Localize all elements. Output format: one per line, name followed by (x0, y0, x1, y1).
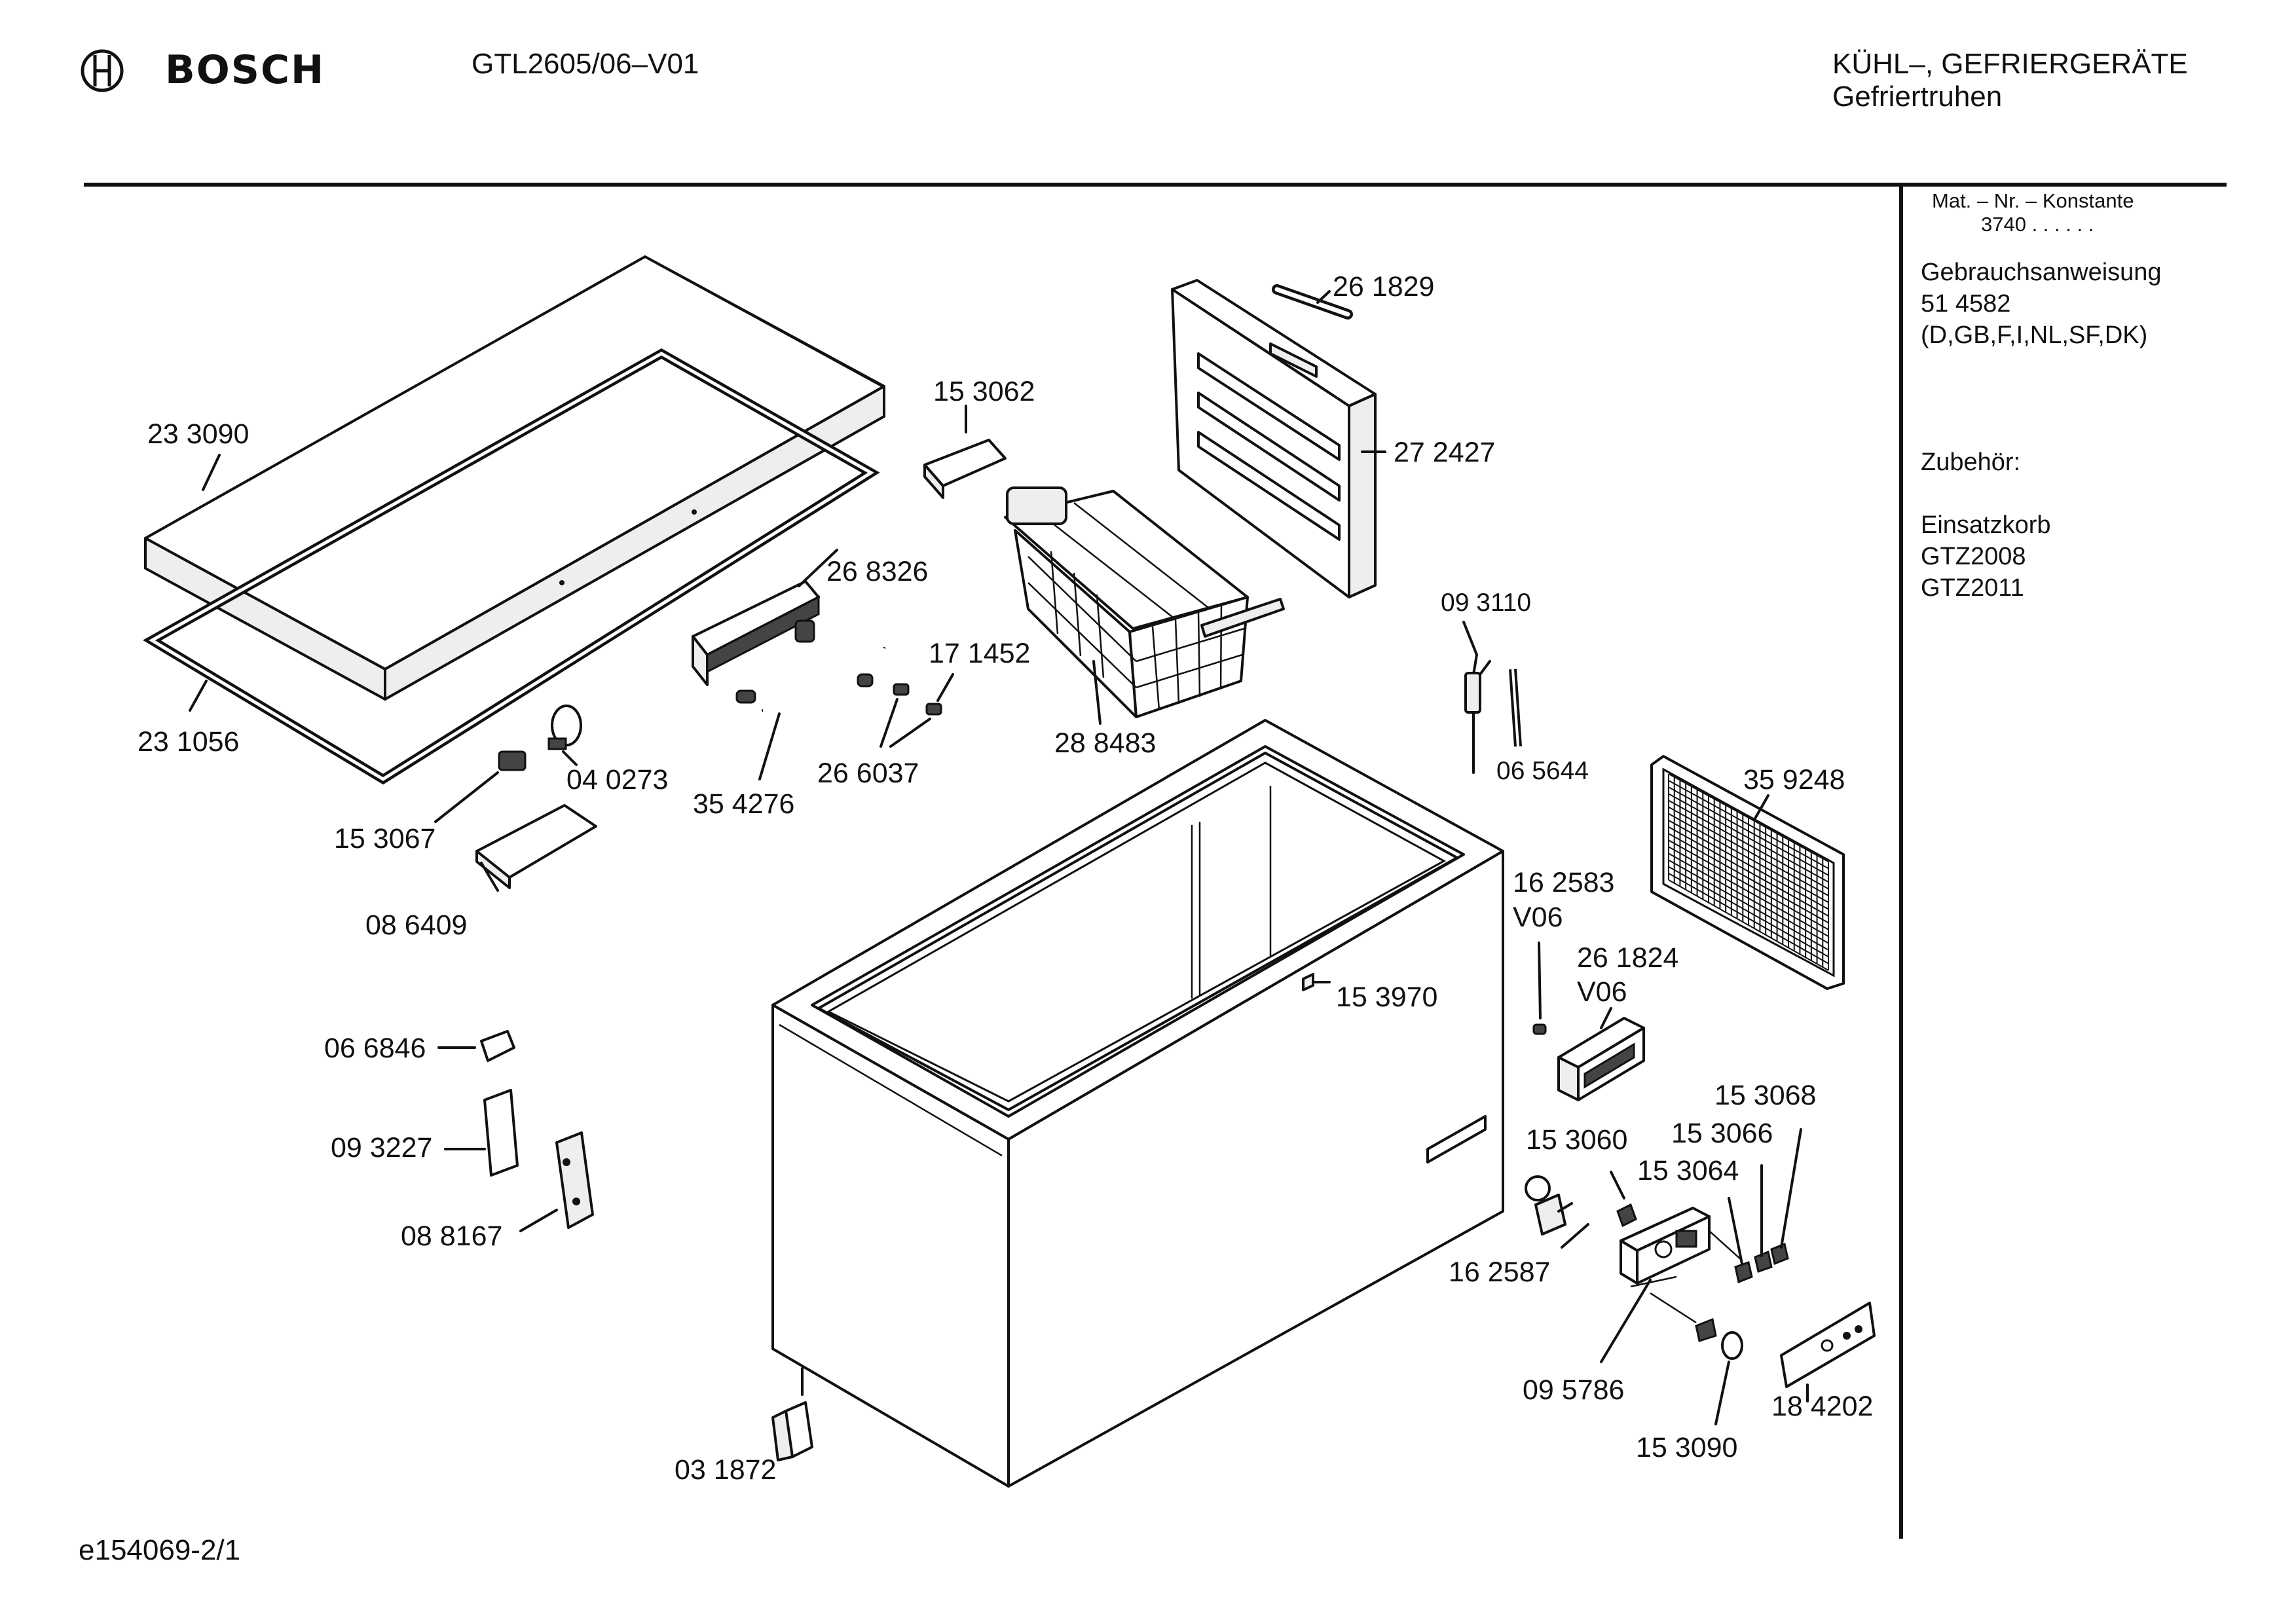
accessory-gtz2008: GTZ2008 (1921, 543, 2026, 570)
part-label-065644: 06 5644 (1496, 757, 1589, 785)
part-label-086409: 08 6409 (365, 909, 468, 941)
hinge-cover-drawing (444, 1089, 519, 1177)
panel-cover-drawing (1557, 1007, 1645, 1101)
part-label-093110: 09 3110 (1441, 589, 1532, 617)
part-label-272427: 27 2427 (1394, 437, 1496, 468)
hinge-clip-drawing (437, 1030, 515, 1062)
part-label-266037: 26 6037 (817, 758, 919, 789)
front-panel-drawing (1780, 1302, 1876, 1402)
bulb-drawing (547, 705, 582, 766)
screws-drawing (880, 673, 954, 748)
part-label-184202: 18 4202 (1771, 1391, 1874, 1422)
part-label-066846: 06 6846 (324, 1033, 426, 1064)
bosch-logo-icon (81, 49, 124, 92)
part-label-233090: 23 3090 (147, 418, 250, 450)
part-label-162587: 16 2587 (1449, 1256, 1551, 1288)
indicator-lamps (1734, 1242, 1789, 1284)
part-label-031872: 03 1872 (675, 1454, 777, 1486)
manual-title: Gebrauchsanweisung (1921, 259, 2162, 286)
part-label-088167: 08 8167 (401, 1220, 503, 1252)
basket-drawing (1004, 486, 1285, 725)
category-title: KÜHL–, GEFRIERGERÄTE (1832, 48, 2188, 80)
light-socket-drawing (434, 750, 527, 823)
part-label-095786: 09 5786 (1523, 1374, 1625, 1406)
sensor-drawing (1462, 621, 1522, 774)
part-label-354276: 35 4276 (693, 788, 795, 820)
part-label-153062: 15 3062 (933, 376, 1035, 407)
screw-1625-drawing (1532, 942, 1547, 1035)
part-label-171452: 17 1452 (929, 638, 1031, 669)
accessory-name: Einsatzkorb (1921, 511, 2051, 539)
part-label-153970: 15 3970 (1336, 981, 1438, 1013)
hinge-bar-drawing (1272, 284, 1353, 320)
subcategory-title: Gefriertruhen (1832, 81, 2003, 113)
inner-door-drawing (1171, 279, 1386, 598)
part-label-231056: 23 1056 (138, 726, 240, 758)
part-label-162583-version: V06 (1513, 902, 1563, 933)
part-label-040273: 04 0273 (566, 764, 669, 796)
cabinet-drawing (771, 719, 1504, 1488)
manual-number: 51 4582 (1921, 290, 2011, 318)
accessory-gtz2011: GTZ2011 (1921, 574, 2024, 602)
gasket-drawing (143, 348, 880, 785)
hinge-drawing (519, 1131, 594, 1232)
part-label-153066: 15 3066 (1671, 1118, 1773, 1149)
accessories-title: Zubehör: (1921, 449, 2021, 476)
brand-logo-text: BOSCH (165, 47, 325, 93)
mat-nr-value: 3740 . . . . . . (1981, 213, 2094, 236)
manual-languages: (D,GB,F,I,NL,SF,DK) (1921, 321, 2148, 349)
part-label-288483: 28 8483 (1054, 727, 1157, 759)
part-label-153060: 15 3060 (1526, 1124, 1628, 1156)
part-label-153067: 15 3067 (334, 823, 436, 854)
part-label-153064: 15 3064 (1637, 1155, 1739, 1186)
handle-bar-drawing (735, 647, 886, 780)
part-label-153090: 15 3090 (1636, 1432, 1738, 1463)
foot-drawing (771, 1367, 813, 1461)
light-cover-drawing (475, 804, 597, 892)
handle-drawing (692, 549, 838, 686)
handle-cap-drawing (923, 405, 1007, 499)
part-label-268326: 26 8326 (826, 556, 929, 587)
part-label-261824-version: V06 (1577, 976, 1627, 1008)
part-label-093227: 09 3227 (331, 1132, 433, 1163)
part-label-153068: 15 3068 (1714, 1080, 1817, 1111)
part-label-261829: 26 1829 (1333, 271, 1435, 302)
vent-grille-pattern (1668, 773, 1829, 971)
part-label-162583: 16 2583 (1513, 867, 1615, 898)
mat-nr-label: Mat. – Nr. – Konstante (1932, 189, 2134, 212)
part-label-359248: 35 9248 (1743, 764, 1845, 796)
model-number: GTL2605/06–V01 (472, 48, 699, 80)
control-panel-drawing (1525, 1128, 1802, 1425)
drawing-id: e154069-2/1 (79, 1534, 241, 1566)
part-label-261824: 26 1824 (1577, 942, 1679, 974)
lid-drawing (144, 255, 885, 701)
